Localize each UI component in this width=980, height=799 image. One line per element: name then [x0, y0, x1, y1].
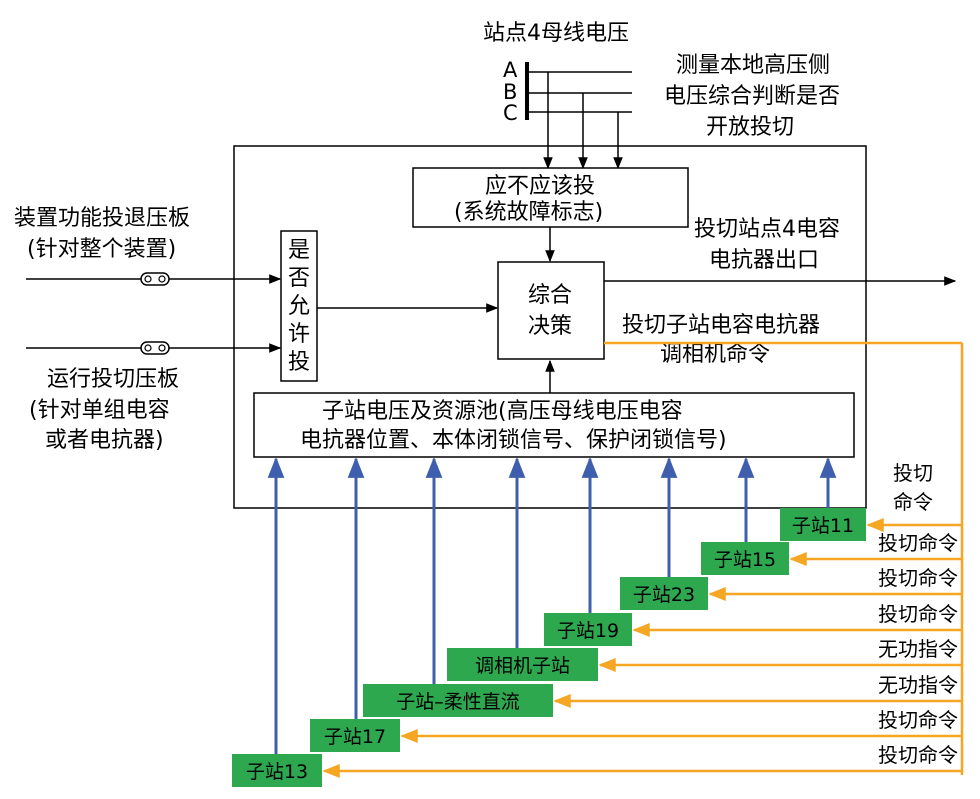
device-frame	[233, 145, 867, 509]
first-cmd-line-2: 命令	[893, 490, 933, 514]
substation-label-4: 调相机子站	[475, 655, 570, 677]
phase-c-label: C	[503, 101, 518, 125]
command-label-7: 投切命令	[878, 743, 958, 767]
resource-pool-box	[253, 392, 855, 458]
substation-label-7: 子站13	[246, 761, 308, 783]
decision-line-1: 综合	[528, 283, 572, 308]
command-label-2: 投切命令	[878, 566, 958, 590]
phase-a-label: A	[503, 58, 518, 82]
substation-group: 子站11子站15投切命令子站23投切命令子站19投切命令调相机子站无功指令子站–…	[232, 456, 962, 787]
substation-label-2: 子站23	[633, 584, 695, 606]
measure-line-2: 电压综合判断是否	[664, 84, 840, 109]
substation-label-3: 子站19	[557, 620, 619, 642]
command-label-1: 投切命令	[878, 531, 958, 555]
allow-char-5: 投	[288, 350, 310, 375]
decision-line-2: 决策	[528, 314, 572, 339]
command-label-5: 无功指令	[878, 673, 958, 697]
board1-line-1: 装置功能投退压板	[14, 206, 190, 231]
phase-b-label: B	[503, 80, 517, 104]
board2-line-1: 运行投切压板	[47, 367, 179, 392]
should-switch-line-1: 应不应该投	[485, 174, 595, 199]
decision-box	[497, 261, 605, 360]
substation-box-2	[620, 577, 708, 610]
output-label-2: 电抗器出口	[709, 248, 819, 273]
should-switch-box	[412, 167, 689, 228]
allow-char-2: 否	[288, 266, 310, 291]
substation-cmd-label-1: 投切子站电容电抗器	[622, 313, 820, 338]
substation-box-5	[363, 684, 553, 717]
substation-box-4	[447, 648, 598, 681]
first-cmd-line-1: 投切	[893, 461, 933, 485]
board2-line-3: 或者电抗器)	[45, 428, 164, 453]
board1-line-2: (针对整个装置)	[27, 237, 176, 262]
command-label-3: 投切命令	[878, 602, 958, 626]
substation-label-0: 子站11	[792, 515, 854, 537]
command-label-4: 无功指令	[878, 637, 958, 661]
substation-box-0	[780, 508, 866, 541]
substation-label-5: 子站–柔性直流	[396, 691, 520, 713]
measure-line-3: 开放投切	[706, 115, 794, 140]
substation-box-1	[701, 542, 789, 575]
substation-box-3	[544, 613, 632, 646]
substation-box-7	[232, 754, 322, 787]
resource-pool-line-1: 子站电压及资源池(高压母线电压电容	[322, 399, 683, 424]
measure-line-1: 测量本地高压侧	[676, 53, 830, 78]
substation-label-1: 子站15	[714, 549, 776, 571]
substation-label-6: 子站17	[324, 726, 386, 748]
allow-char-1: 是	[288, 238, 310, 263]
substation-box-6	[310, 719, 400, 752]
allow-char-4: 许	[288, 322, 310, 347]
resource-pool-line-2: 电抗器位置、本体闭锁信号、保护闭锁信号)	[300, 428, 727, 453]
substation-cmd-label-2: 调相机命令	[660, 342, 770, 367]
command-label-6: 投切命令	[878, 708, 958, 732]
allow-char-3: 允	[288, 294, 310, 319]
allow-switch-box	[280, 230, 318, 382]
should-switch-line-2: (系统故障标志)	[454, 200, 603, 225]
board2-line-2: (针对单组电容	[29, 398, 170, 423]
output-label-1: 投切站点4电容	[694, 217, 840, 242]
bus-title: 站点4母线电压	[483, 21, 629, 46]
